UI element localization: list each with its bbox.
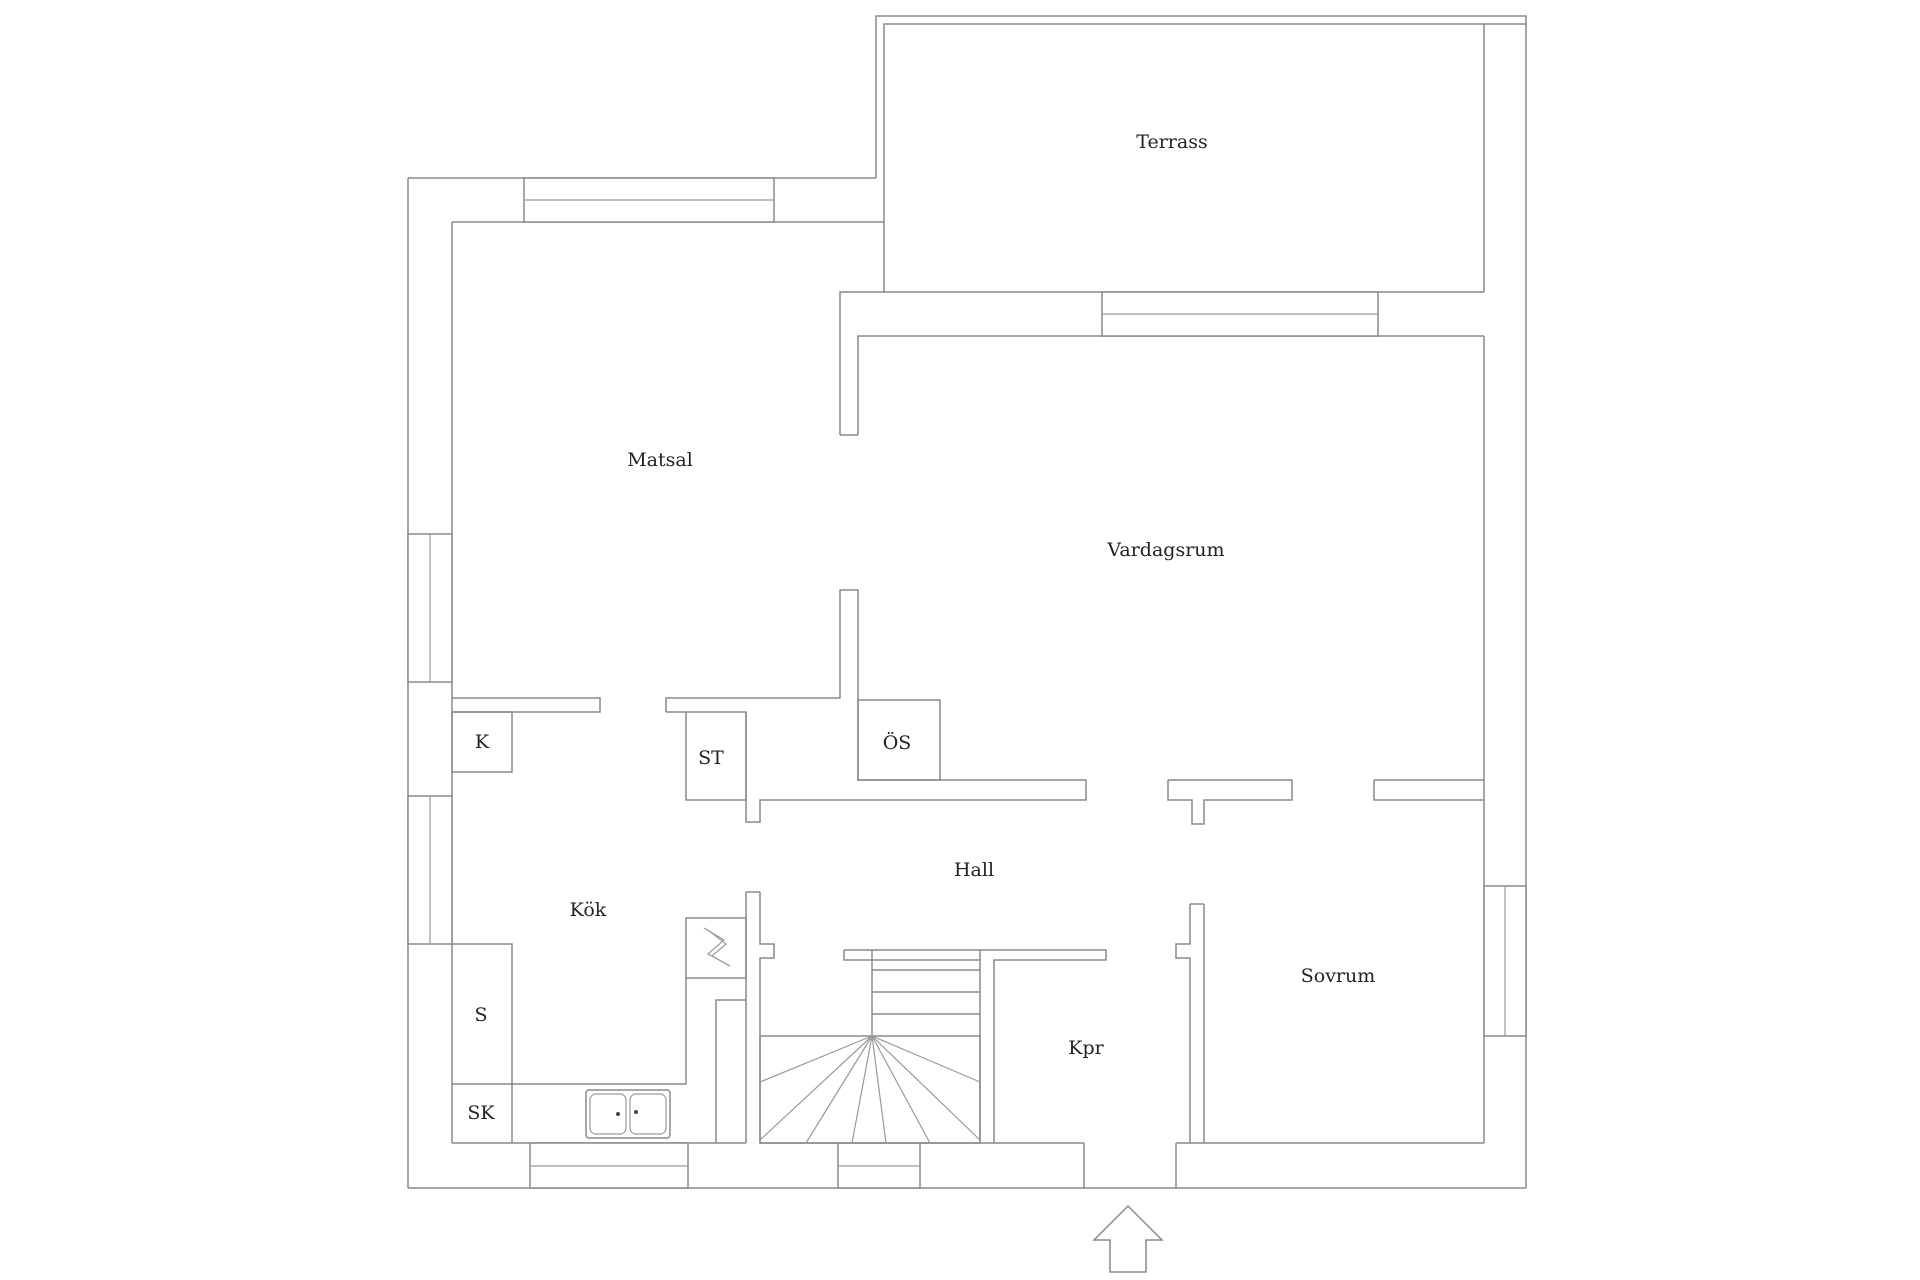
room-label-st: ST	[698, 747, 724, 769]
room-label-matsal: Matsal	[627, 449, 693, 471]
room-label-sovrum: Sovrum	[1301, 965, 1376, 987]
closet-k	[451, 711, 513, 773]
interior-walls	[452, 589, 1484, 1143]
room-label-sk: SK	[467, 1102, 495, 1124]
room-label-terrass: Terrass	[1136, 131, 1207, 153]
terrace	[875, 15, 1527, 292]
closet-st	[685, 712, 747, 801]
kitchen-counter	[452, 943, 746, 1143]
windows	[407, 177, 1527, 1189]
room-label-os: ÖS	[883, 731, 912, 754]
room-label-hall: Hall	[954, 859, 994, 881]
closet-os	[857, 699, 941, 781]
stove-icon	[685, 917, 747, 979]
room-label-kpr: Kpr	[1068, 1037, 1104, 1059]
entrance-arrow-icon	[1092, 1204, 1164, 1273]
room-label-kok: Kök	[570, 899, 607, 921]
sink-icon	[585, 1089, 671, 1139]
room-label-vardagsrum: Vardagsrum	[1106, 539, 1224, 561]
room-label-k: K	[475, 731, 490, 753]
room-label-s: S	[474, 1004, 487, 1026]
staircase	[759, 950, 981, 1144]
